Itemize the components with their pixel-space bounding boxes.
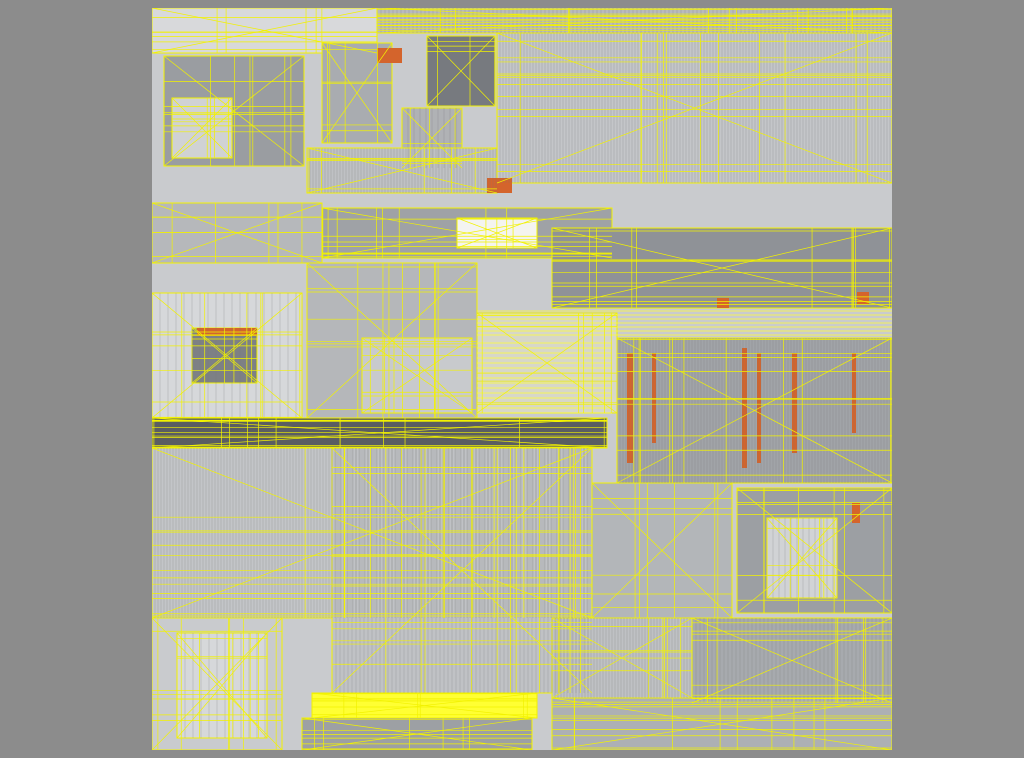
uv-texture-atlas <box>152 8 892 750</box>
uv-edge <box>306 147 498 194</box>
uv-edge <box>591 482 733 619</box>
uv-edge <box>171 97 233 159</box>
uv-edge <box>152 447 593 619</box>
uv-edge <box>401 107 463 169</box>
uv-edge <box>426 35 496 107</box>
uv-edge <box>691 617 892 704</box>
uv-edge <box>152 617 283 750</box>
uv-edge <box>163 55 305 167</box>
uv-edge <box>152 202 323 264</box>
uv-edge <box>321 42 393 144</box>
uv-edge <box>476 312 618 414</box>
uv-edge <box>176 632 268 739</box>
accent-strip <box>792 353 797 453</box>
uv-wireframe <box>152 8 892 750</box>
accent-strip <box>652 353 656 443</box>
accent-strip <box>852 353 856 433</box>
uv-edge <box>152 417 608 449</box>
uv-edge <box>152 8 378 54</box>
accent-strip <box>742 348 747 468</box>
uv-edge <box>736 487 892 614</box>
uv-edge <box>616 337 892 484</box>
accent-strip <box>627 353 633 463</box>
uv-edge <box>361 337 473 414</box>
accent-strip <box>717 298 729 308</box>
uv-edge <box>551 227 892 309</box>
accent-strip <box>377 48 402 63</box>
uv-edge <box>766 517 838 599</box>
uv-edge <box>321 207 613 259</box>
accent-strip <box>852 503 860 523</box>
accent-strip <box>857 292 869 304</box>
accent-strip <box>487 178 512 193</box>
uv-edge <box>152 292 303 419</box>
uv-edge <box>311 692 538 719</box>
uv-edge <box>331 447 593 694</box>
